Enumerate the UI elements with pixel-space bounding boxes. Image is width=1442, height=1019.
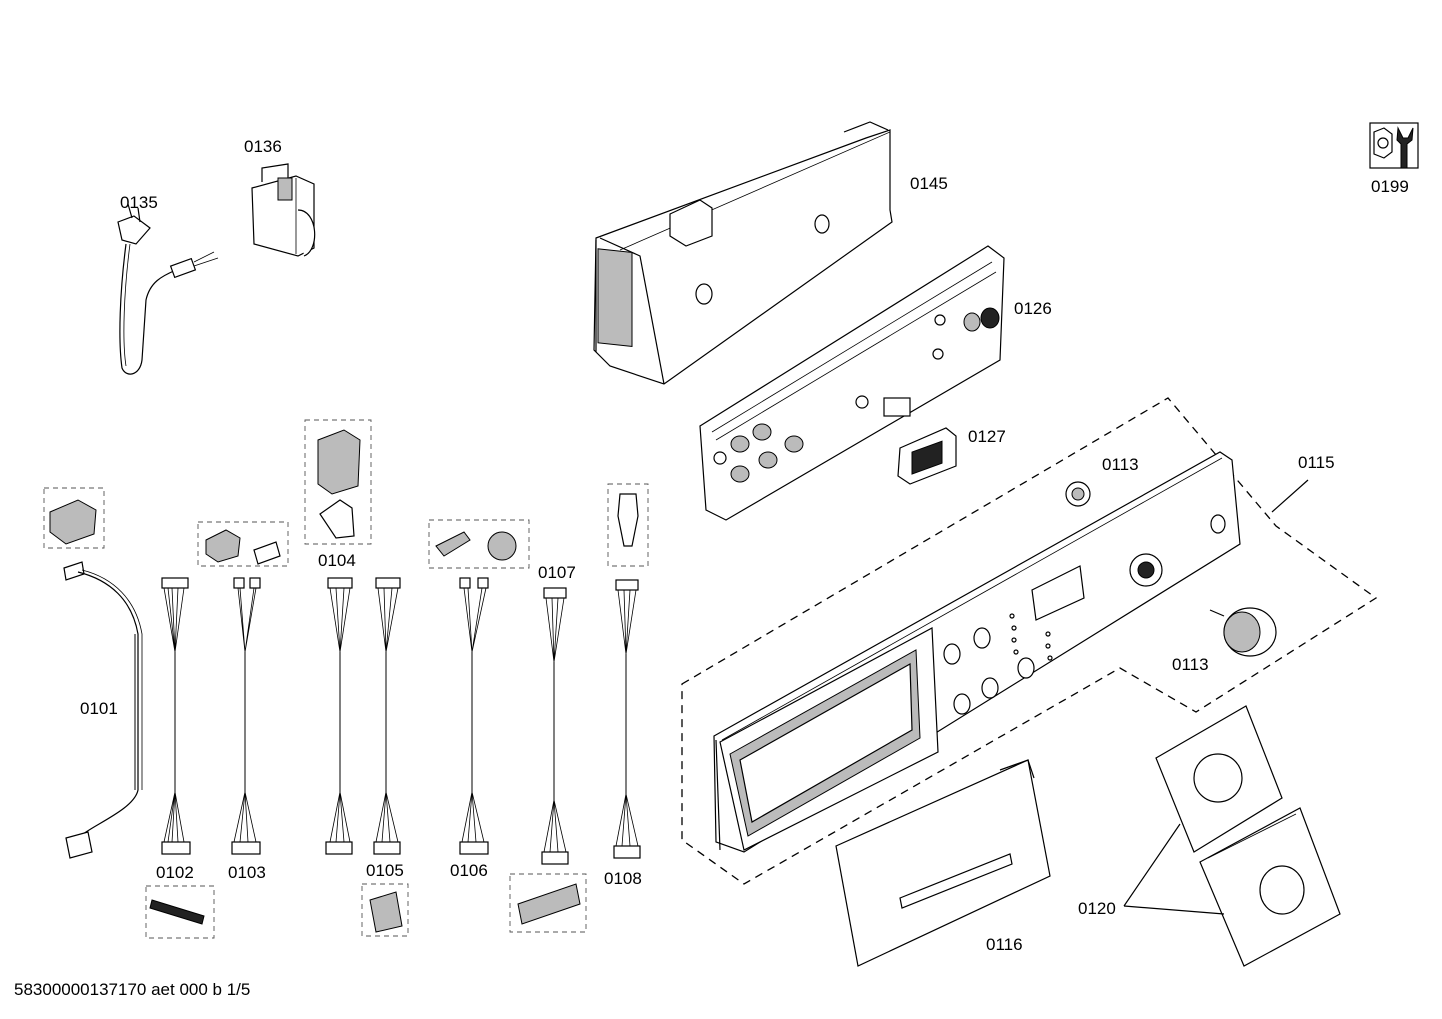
drawer-handle-part (835, 759, 1051, 967)
sensor-box-0106 (428, 519, 530, 569)
label-0116: 0116 (986, 935, 1023, 954)
fascia-group-outline (681, 397, 1378, 885)
pump-box-0108 (607, 483, 649, 567)
fascia-panel-part (713, 451, 1241, 853)
harness-0108 (613, 579, 641, 859)
leader-0120 (1123, 823, 1225, 915)
knob-part-large (1209, 607, 1277, 657)
valve-box-0103 (197, 521, 289, 567)
label-0136: 0136 (244, 137, 282, 156)
harness-0101 (63, 561, 143, 859)
label-0145: 0145 (910, 174, 948, 193)
label-0102: 0102 (156, 863, 194, 882)
harness-0107 (541, 587, 569, 865)
label-0108: 0108 (604, 869, 642, 888)
label-0127: 0127 (968, 427, 1006, 446)
valve-box-0104 (304, 419, 372, 545)
label-0135: 0135 (120, 193, 158, 212)
harness-0105 (373, 577, 401, 855)
label-0113-bottom: 0113 (1172, 655, 1209, 674)
label-0115: 0115 (1298, 453, 1335, 472)
knob-part-small (1065, 481, 1091, 507)
power-cord-part (117, 203, 219, 375)
label-0106: 0106 (450, 861, 488, 880)
cover-plate-part-b (1199, 807, 1341, 967)
label-0199: 0199 (1371, 177, 1409, 196)
motor-box (43, 487, 105, 549)
harness-0102 (161, 577, 191, 855)
relay-box (361, 883, 409, 937)
suppressor-filter-part (251, 163, 316, 257)
label-0107: 0107 (538, 563, 576, 582)
motor-part (49, 499, 97, 545)
label-0103: 0103 (228, 863, 266, 882)
module-box (509, 873, 587, 933)
document-footer: 58300000137170 aet 000 b 1/5 (14, 980, 251, 999)
harness-0104 (325, 577, 353, 855)
label-0120: 0120 (1078, 899, 1116, 918)
electronic-board-part (699, 245, 1005, 521)
label-0105: 0105 (366, 861, 404, 880)
service-wrench-icon (1369, 122, 1419, 169)
cover-plate-part-a (1155, 705, 1283, 853)
label-0104: 0104 (318, 551, 356, 570)
heater-box (145, 885, 215, 939)
harness-0106 (459, 577, 489, 855)
label-0126: 0126 (1014, 299, 1052, 318)
label-0101: 0101 (80, 699, 118, 718)
control-module-housing-part (593, 121, 893, 385)
display-element-part (897, 427, 957, 485)
harness-0103 (231, 577, 261, 855)
label-0113-top: 0113 (1102, 455, 1139, 474)
